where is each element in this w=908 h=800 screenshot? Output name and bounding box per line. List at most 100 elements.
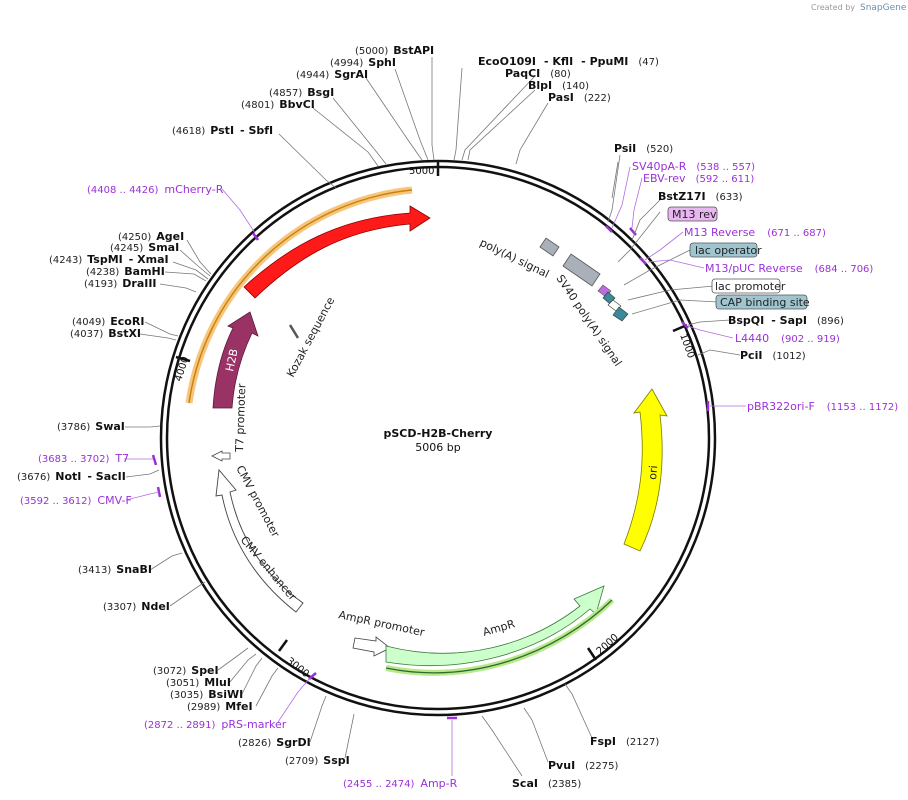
ampr-promoter-feature[interactable] [352, 636, 391, 657]
site-fspi[interactable]: FspI(2127) [590, 735, 659, 748]
kozak-marker [288, 324, 300, 339]
site-mlui[interactable]: (3051)MluI [166, 676, 231, 689]
t7-promoter-label: T7 promoter [233, 383, 248, 453]
h2b-feature[interactable] [212, 311, 259, 409]
leader-line [169, 581, 206, 607]
leader-line [125, 425, 161, 428]
leader-line [312, 107, 379, 167]
leader-line [309, 695, 327, 743]
site-bbvci[interactable]: (4801)BbvCI [241, 98, 315, 111]
primer-marker-sv40pa-r [605, 225, 613, 233]
site-bstapi[interactable]: (5000)BstAPI [355, 44, 434, 57]
tick-mark [175, 355, 191, 363]
site-draiii[interactable]: (4193)DraIII [84, 277, 157, 290]
leader-line [453, 67, 463, 161]
site-bstz17i[interactable]: BstZ17I(633) [658, 190, 743, 203]
m13-rev-label: M13 rev [672, 208, 717, 221]
site-sgrai[interactable]: (4944)SgrAI [296, 68, 368, 81]
leader-line [631, 199, 661, 241]
ori-feature[interactable] [623, 388, 668, 552]
primer-ebv-rev[interactable]: EBV-rev(592 .. 611) [643, 172, 754, 185]
leader-line [481, 715, 523, 777]
site-ndei[interactable]: (3307)NdeI [103, 600, 170, 613]
primer-marker-t7 [151, 454, 158, 466]
site-sgrdi[interactable]: (2826)SgrDI [238, 736, 311, 749]
polya-feature[interactable] [539, 237, 560, 257]
primer-amp-r[interactable]: (2455 .. 2474)Amp-R [343, 777, 458, 790]
site-smai[interactable]: (4245)SmaI [110, 241, 179, 254]
primer-prs-marker[interactable]: (2872 .. 2891)pRS-marker [144, 718, 287, 731]
site-bspqi[interactable]: BspQI- SapI(896) [728, 314, 844, 327]
primer-leader [647, 259, 705, 269]
site-pasi[interactable]: PasI(222) [548, 91, 611, 104]
site-pcii[interactable]: PciI(1012) [740, 349, 806, 362]
site-sspi[interactable]: (2709)SspI [285, 754, 350, 767]
leader-line [172, 261, 209, 280]
primer-m13-reverse[interactable]: M13 Reverse(671 .. 687) [684, 226, 826, 239]
site-bsiwi[interactable]: (3035)BsiWI [170, 688, 243, 701]
leader-line [179, 249, 211, 277]
primer-leader [125, 491, 160, 501]
m13-rev-box [667, 206, 718, 222]
site-sphi[interactable]: (4994)SphI [330, 56, 396, 69]
backbone-outer-ring [159, 159, 717, 717]
leader-line [523, 707, 549, 763]
primer-marker-l4440 [681, 321, 689, 329]
site-tspmi[interactable]: (4243)TspMI- XmaI [49, 253, 169, 266]
site-ecori[interactable]: (4049)EcoRI [72, 315, 144, 328]
primer-leader [611, 166, 631, 229]
tick-label-1000: 1000 [677, 332, 696, 360]
credit-text: Created by [811, 3, 855, 12]
site-paqci[interactable]: PaqCI(80) [505, 67, 571, 80]
leader-line [278, 133, 337, 189]
t7-promoter-feature[interactable] [211, 450, 231, 462]
site-bsgi[interactable]: (4857)BsgI [269, 86, 334, 99]
ampr-feature[interactable] [385, 585, 605, 667]
primer-cmv-f[interactable]: (3592 .. 3612)CMV-F [20, 494, 132, 507]
kozak-label: Kozak sequence [284, 295, 337, 380]
site-snabi[interactable]: (3413)SnaBI [78, 563, 152, 576]
primer-pbr322ori-f[interactable]: pBR322ori-F(1153 .. 1172) [747, 400, 898, 413]
plasmid-length: 5006 bp [415, 441, 460, 454]
site-pvui[interactable]: PvuI(2275) [548, 759, 619, 772]
primer-t7[interactable]: (3683 .. 3702)T7 [38, 452, 129, 465]
site-noti[interactable]: (3676)NotI- SacII [17, 470, 126, 483]
site-agei[interactable]: (4250)AgeI [118, 230, 184, 243]
primer-marker-prs [308, 672, 317, 680]
leader-line [139, 333, 177, 341]
site-psti[interactable]: (4618)PstI- SbfI [172, 124, 273, 137]
leader-line [149, 552, 183, 571]
primer-mcherry-r[interactable]: (4408 .. 4426)mCherry-R [87, 183, 224, 196]
site-ecoo109i[interactable]: EcoO109I- KflI- PpuMI(47) [478, 55, 659, 68]
leader-line [217, 647, 249, 671]
leader-line [617, 211, 661, 263]
primer-m13-puc-reverse[interactable]: M13/pUC Reverse(684 .. 706) [705, 262, 873, 275]
plasmid-name: pSCD-H2B-Cherry [384, 427, 493, 440]
site-mfei[interactable]: (2989)MfeI [187, 700, 253, 713]
site-scai[interactable]: ScaI(2385) [512, 777, 581, 790]
lac-operator-box [689, 242, 758, 258]
site-bamhi[interactable]: (4238)BamHI [86, 265, 165, 278]
site-swai[interactable]: (3786)SwaI [57, 420, 125, 433]
leader-line [229, 653, 257, 683]
ori-label: ori [646, 465, 660, 480]
tick-mark [586, 647, 598, 661]
mcherry-feature[interactable] [243, 205, 431, 299]
cmv-enhancer-promoter-feature[interactable] [215, 468, 304, 613]
site-bstxi[interactable]: (4037)BstXI [70, 327, 141, 340]
cmv-enhancer-label: CMV enhancer [238, 534, 300, 604]
primer-l4440[interactable]: L4440(902 .. 919) [735, 332, 840, 345]
primer-sv40pa-r[interactable]: SV40pA-R(538 .. 557) [632, 160, 755, 173]
tick-mark [277, 639, 289, 652]
lac-operator-label: lac operator [695, 244, 762, 257]
site-blpi[interactable]: BlpI(140) [528, 79, 589, 92]
cap-binding-site-box [715, 294, 808, 310]
leader-line [344, 713, 355, 759]
leader-line [631, 299, 719, 315]
site-spei[interactable]: (3072)SpeI [153, 664, 219, 677]
leader-line [241, 657, 263, 695]
site-psii[interactable]: PsiI(520) [614, 142, 673, 155]
leader-line [159, 283, 197, 293]
leader-line [365, 77, 423, 161]
sv40-polya-feature[interactable] [562, 253, 601, 287]
